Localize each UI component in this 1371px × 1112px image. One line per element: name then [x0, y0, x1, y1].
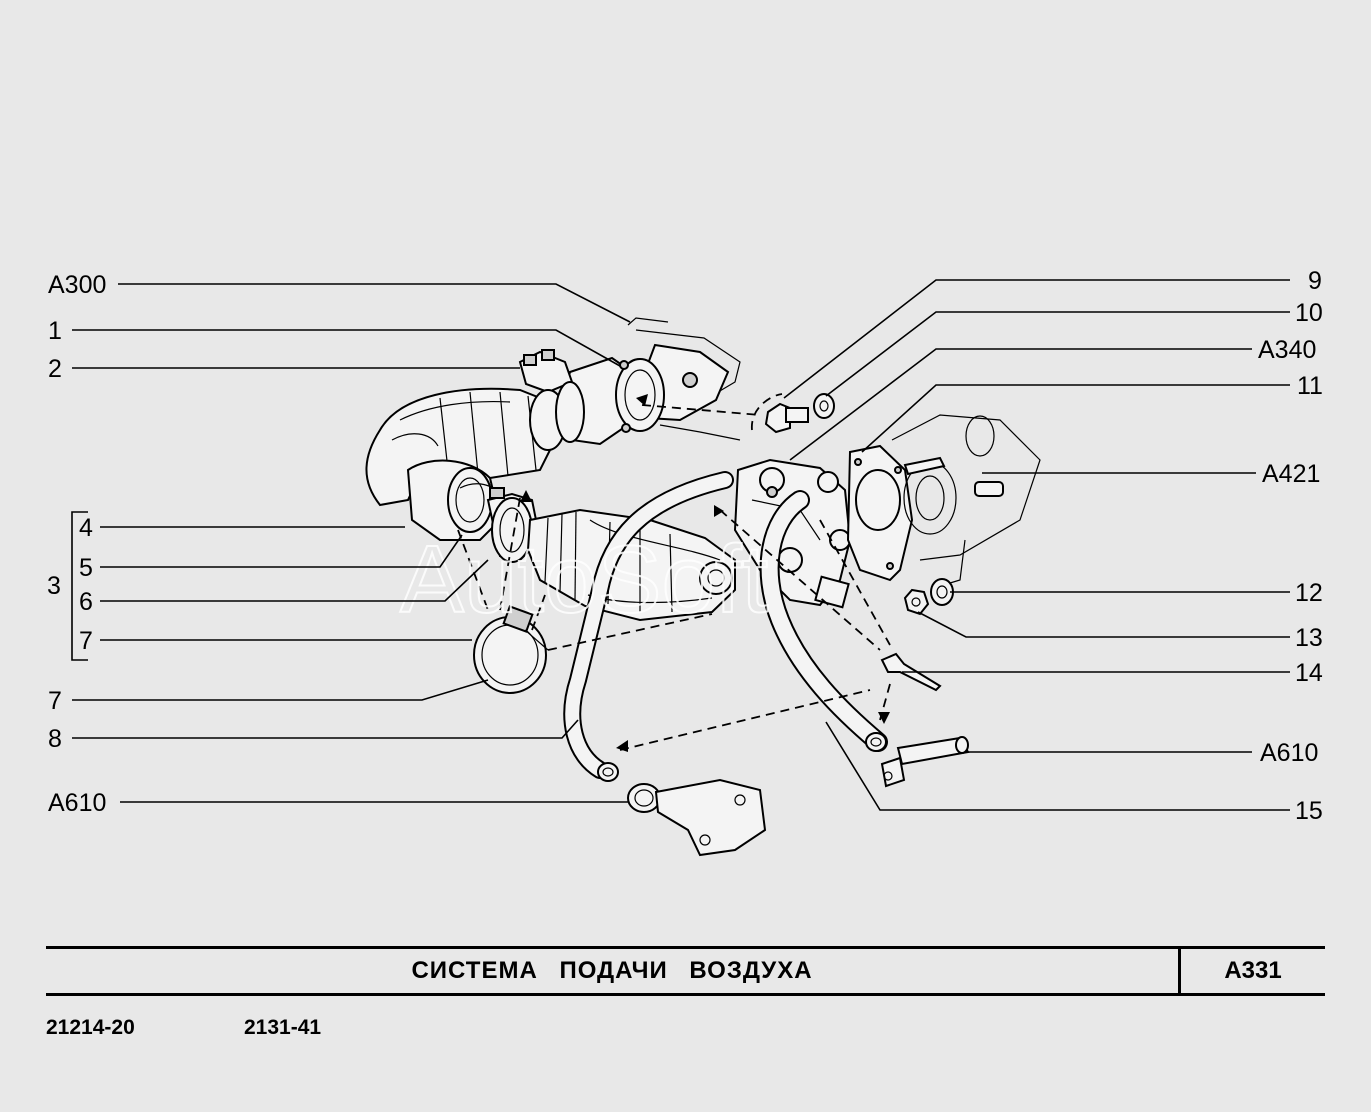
callout-9: 9	[1308, 267, 1322, 295]
title-divider	[1178, 949, 1181, 993]
hose-clamp-part	[459, 483, 549, 694]
diagram-code: А331	[1224, 957, 1282, 984]
rubber-sleeve-part	[406, 459, 542, 563]
air-duct-lower	[526, 508, 736, 622]
washer-part-12	[930, 578, 954, 606]
callout-8: 8	[48, 725, 62, 753]
hose-part-15	[759, 490, 888, 752]
engine-code: 2131-41	[244, 1016, 322, 1039]
assembly-dash-lines	[457, 393, 891, 752]
callout-10: 10	[1295, 299, 1323, 327]
bolt-part-9	[764, 402, 809, 434]
callout-3: 3	[47, 572, 61, 600]
clamp-bolt-part	[518, 349, 574, 394]
callout-a610-left: А610	[48, 789, 106, 817]
diagram-title: СИСТЕМА ПОДАЧИ ВОЗДУХА	[411, 957, 813, 984]
callout-14: 14	[1295, 659, 1323, 687]
callout-a340: А340	[1258, 336, 1316, 364]
callout-a300: А300	[48, 271, 106, 299]
callout-5: 5	[79, 554, 93, 582]
callout-2: 2	[48, 355, 62, 383]
pipe-fitting-left	[627, 778, 767, 857]
callout-12: 12	[1295, 579, 1323, 607]
parts-illustration	[365, 317, 1041, 857]
title-block: СИСТЕМА ПОДАЧИ ВОЗДУХА А331	[46, 946, 1325, 996]
tube-fitting-right	[880, 736, 970, 788]
callout-4: 4	[79, 514, 93, 542]
callouts-right: 9 10 А340 11 А421 12 13 14 А610 15	[1258, 267, 1323, 825]
callout-7b: 7	[48, 687, 62, 715]
intake-manifold	[891, 414, 1041, 587]
callouts-left: А300 1 2 3 4 5 6 7 7 8 А610	[47, 271, 106, 817]
callout-11: 11	[1297, 372, 1323, 400]
callout-6: 6	[79, 588, 93, 616]
callout-7a: 7	[79, 627, 93, 655]
callout-a421: А421	[1262, 460, 1320, 488]
washer-part-10	[813, 393, 835, 419]
leader-lines	[71, 279, 1290, 811]
watermark-text: AutoSoft	[400, 526, 768, 633]
callout-a610-right: А610	[1260, 739, 1318, 767]
nut-part-13	[903, 588, 930, 616]
callout-1: 1	[48, 317, 62, 345]
gasket-part-11	[846, 444, 914, 582]
ventilation-hose-8	[563, 471, 734, 782]
callout-13: 13	[1295, 624, 1323, 652]
vehicle-model-code: 21214-20	[46, 1016, 135, 1039]
callout-15: 15	[1295, 797, 1323, 825]
